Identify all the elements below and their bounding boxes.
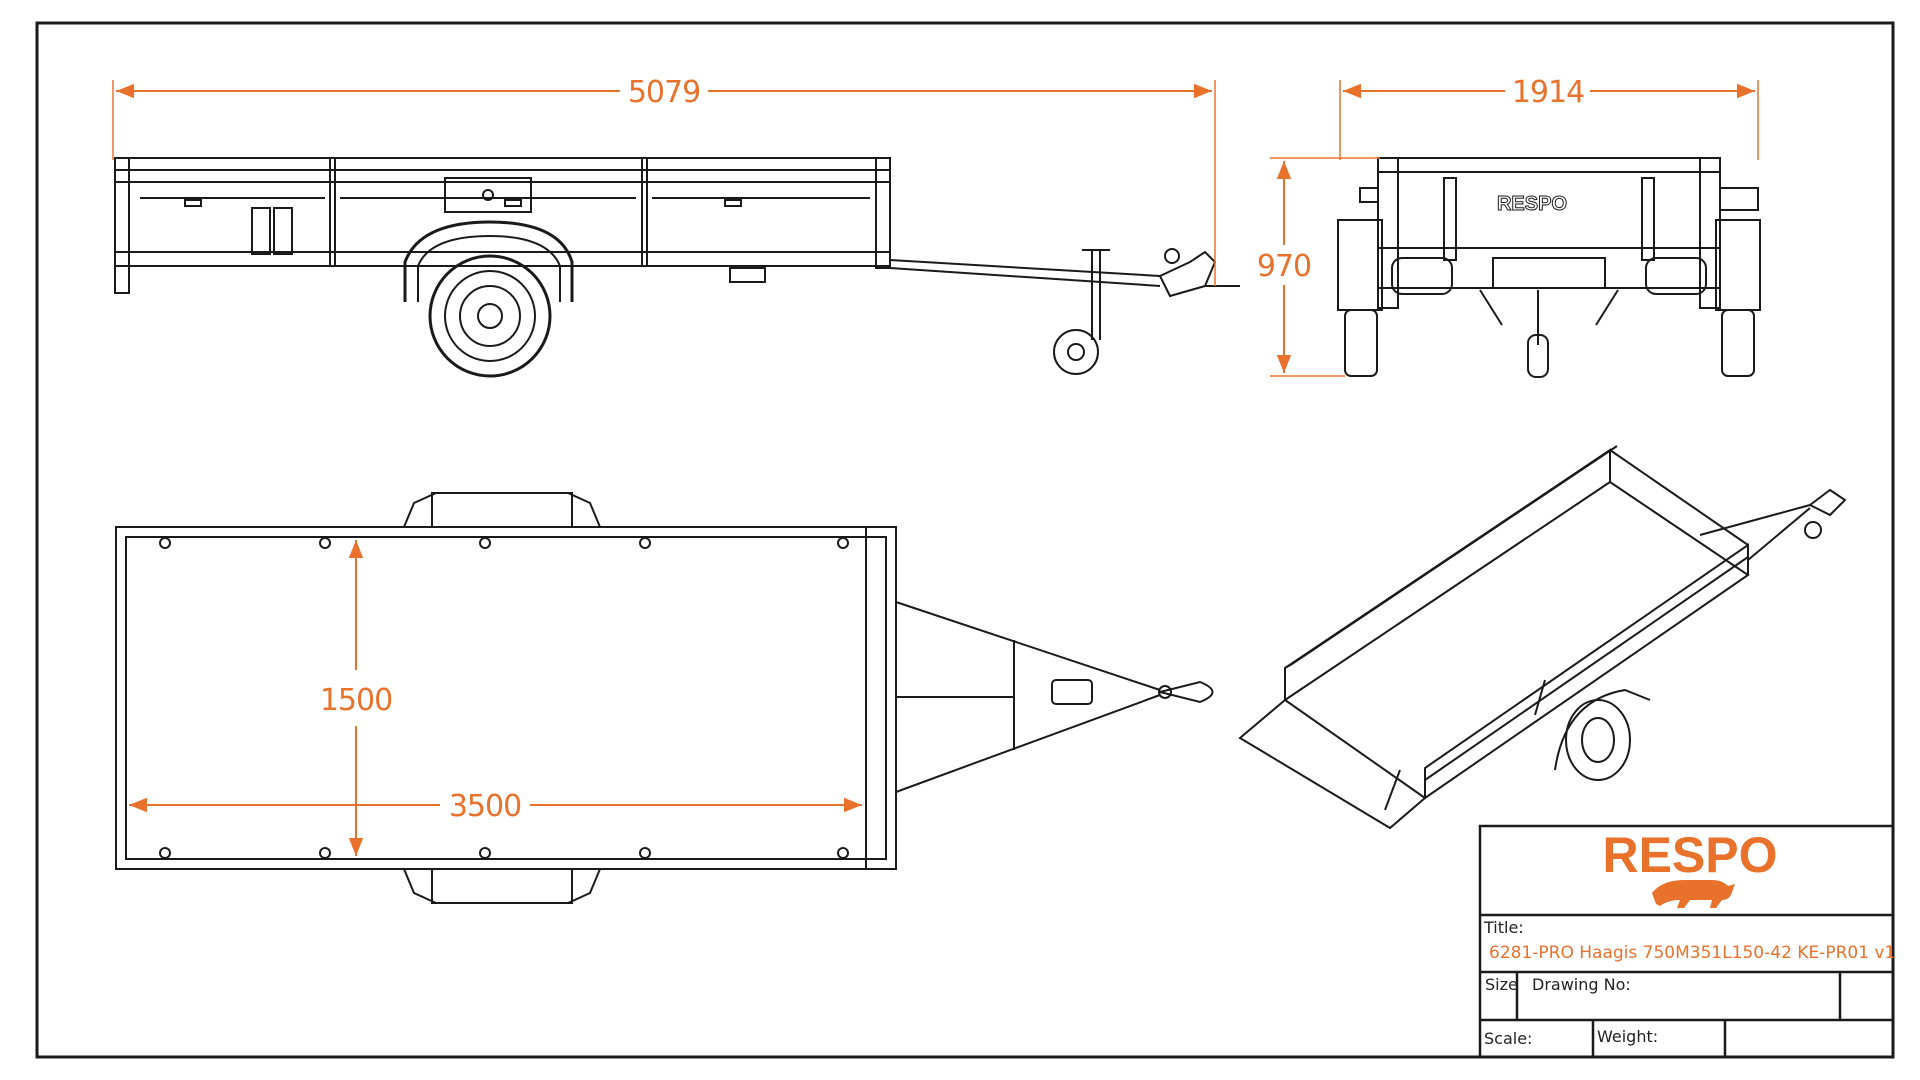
top-view <box>115 492 1214 904</box>
box-width-label: 1500 <box>320 683 392 718</box>
drawing-no-label: Drawing No: <box>1532 975 1631 994</box>
side-view <box>114 157 1240 378</box>
weight-label: Weight: <box>1597 1027 1658 1046</box>
rear-view <box>1337 157 1761 378</box>
overall-width-label: 1914 <box>1512 75 1584 110</box>
title-block <box>1478 824 1895 1059</box>
title-value: 6281-PRO Haagis 750M351L150-42 KE-PR01 v… <box>1489 943 1895 963</box>
scale-label: Scale: <box>1484 1029 1532 1048</box>
isometric-view <box>1238 445 1847 830</box>
title-label: Title: <box>1483 918 1524 937</box>
box-length-label: 3500 <box>449 789 521 824</box>
rear-brand-plate: RESPO <box>1497 193 1567 215</box>
bull-icon <box>1652 880 1735 908</box>
sheet-border <box>35 21 1895 1059</box>
dimension-overall-width: 1914 <box>1339 75 1759 160</box>
dimension-box-width: 1500 <box>320 540 393 856</box>
dimension-box-length: 3500 <box>129 789 862 824</box>
dimension-overall-height: 970 <box>1257 157 1380 377</box>
dimension-overall-length: 5079 <box>112 75 1216 286</box>
brand-logo-text: RESPO <box>1602 827 1777 883</box>
overall-length-label: 5079 <box>628 75 700 110</box>
size-label: Size <box>1485 975 1518 994</box>
overall-height-label: 970 <box>1257 249 1311 284</box>
